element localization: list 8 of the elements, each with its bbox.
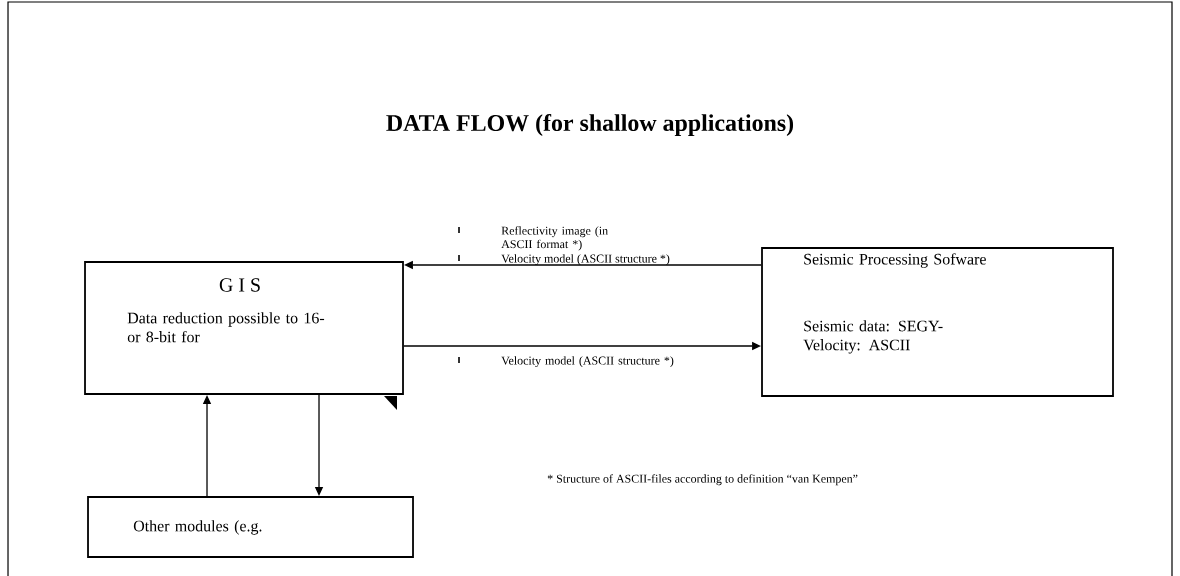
edge-label: Velocity model (ASCII structure *)	[501, 356, 674, 368]
process-box: Other modules (e.g.	[87, 496, 414, 558]
process-box: Seismic Processing Sofware Seismic data: SEGY- Velocity: ASCII	[761, 247, 1114, 397]
edge-label: Reflectivity image (in ASCII format *)	[501, 226, 608, 251]
title: DATA FLOW (for shallow applications)	[386, 114, 794, 136]
process-box: G I S Data reduction possible to 16- or 8-bit for	[84, 261, 404, 395]
note-text: Velocity model (ASCII structure *)	[501, 254, 670, 266]
note-text: * Structure of ASCII-files according to definition “van Kempen”	[547, 474, 858, 486]
